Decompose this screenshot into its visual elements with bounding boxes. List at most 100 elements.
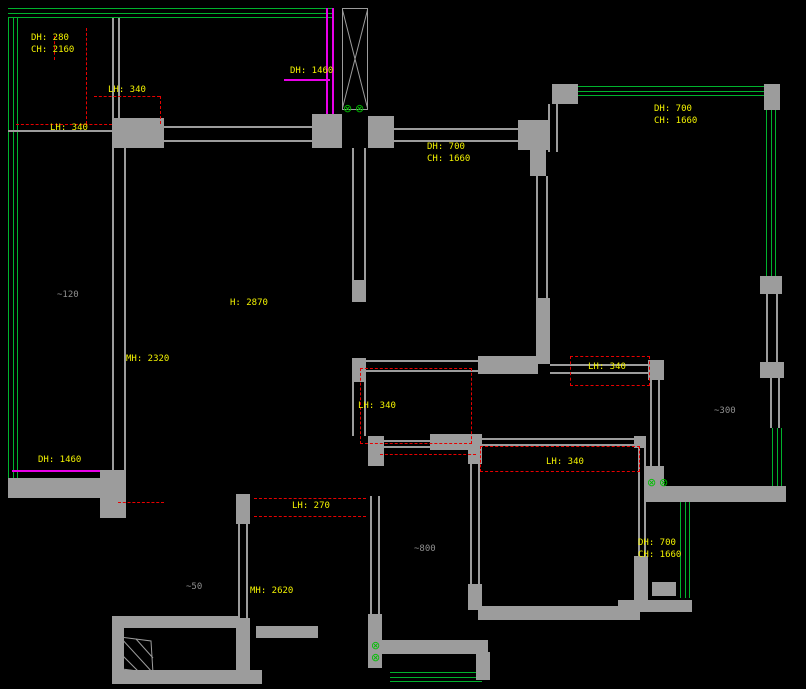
wall-segment	[530, 150, 546, 176]
wall-segment	[470, 464, 480, 584]
wall-segment	[482, 438, 634, 446]
wall-segment	[236, 494, 250, 524]
dimension-label: CH: 1660	[427, 154, 471, 164]
wall-segment	[760, 276, 782, 294]
note-label: ~120	[57, 290, 79, 300]
wall-segment	[352, 148, 366, 280]
dimension-label: H: 2870	[230, 298, 268, 308]
wall-segment	[478, 606, 640, 620]
wall-segment	[112, 118, 164, 148]
wall-segment	[646, 466, 664, 486]
wall-segment	[550, 364, 650, 374]
wall-segment	[638, 448, 646, 556]
dimension-label: LH: 340	[108, 85, 146, 95]
shaft-hatch	[342, 8, 368, 110]
wall-segment	[8, 130, 112, 132]
dimension-label: DH: 700	[654, 104, 692, 114]
circle-cross-icon: ⊗	[371, 639, 381, 652]
circle-cross-icon: ⊗	[647, 476, 657, 489]
circle-cross-icon: ⊗	[355, 102, 365, 115]
wall-segment	[382, 640, 488, 654]
wall-segment	[430, 434, 476, 450]
dashed-beam-line	[94, 96, 160, 97]
wall-segment	[112, 18, 120, 118]
note-label: ~50	[186, 582, 203, 592]
wall-segment	[164, 126, 312, 142]
wall-segment	[384, 440, 432, 448]
wall-segment	[112, 616, 124, 676]
dashed-beam-line	[160, 96, 161, 124]
dashed-beam-line	[86, 28, 87, 124]
wall-segment	[256, 626, 318, 638]
wall-segment	[536, 176, 548, 298]
wall-segment	[648, 360, 664, 380]
window-lines	[772, 428, 782, 486]
circle-cross-icon: ⊗	[371, 651, 381, 664]
wall-segment	[124, 616, 238, 628]
window-lines	[766, 110, 776, 278]
dashed-beam-line	[118, 502, 164, 503]
wall-segment	[518, 120, 548, 150]
dimension-label: DH: 700	[638, 538, 676, 548]
wall-segment	[8, 478, 114, 498]
wall-segment	[366, 360, 478, 372]
dashed-beam-line	[380, 454, 476, 455]
dimension-label: CH: 1660	[654, 116, 698, 126]
wall-segment	[368, 614, 382, 668]
door-track-line	[12, 470, 112, 472]
circle-cross-icon: ⊗	[343, 102, 353, 115]
wall-segment	[478, 356, 538, 374]
wall-segment	[476, 652, 490, 680]
circle-cross-icon: ⊗	[659, 476, 669, 489]
dimension-label: LH: 340	[546, 457, 584, 467]
wall-segment	[646, 486, 786, 502]
wall-segment	[236, 618, 250, 674]
dimension-label: LH: 340	[358, 401, 396, 411]
wall-segment	[468, 584, 482, 610]
dashed-beam-box	[360, 368, 472, 444]
dashed-beam-line	[16, 124, 112, 125]
wall-segment	[652, 582, 676, 596]
dimension-label: DH: 280	[31, 33, 69, 43]
window-lines	[578, 86, 764, 96]
wall-segment	[238, 524, 248, 618]
wall-segment	[766, 294, 778, 364]
dimension-label: LH: 340	[50, 123, 88, 133]
door-track-line	[332, 8, 334, 126]
dimension-label: CH: 2160	[31, 45, 75, 55]
wall-segment	[368, 116, 394, 148]
dimension-label: LH: 340	[588, 362, 626, 372]
wall-segment	[634, 556, 648, 612]
wall-segment	[352, 382, 366, 436]
dashed-beam-box	[570, 356, 650, 386]
wall-segment	[394, 128, 518, 142]
window-lines	[8, 8, 332, 18]
window-lines	[680, 502, 690, 598]
wall-segment	[770, 378, 780, 428]
dashed-beam-box	[480, 446, 640, 472]
dimension-label: DH: 700	[427, 142, 465, 152]
wall-segment	[370, 496, 380, 614]
dimension-label: DH: 1460	[290, 66, 334, 76]
wall-segment	[764, 84, 780, 110]
wall-segment	[650, 380, 660, 468]
dimension-label: CH: 1660	[638, 550, 682, 560]
wall-segment	[352, 358, 366, 382]
dimension-label: MH: 2320	[126, 354, 170, 364]
wall-segment	[312, 114, 342, 148]
note-label: ~300	[714, 406, 736, 416]
wall-segment	[634, 436, 646, 448]
dashed-beam-line	[254, 498, 366, 499]
window-lines	[390, 672, 482, 682]
door-track-line	[284, 79, 330, 81]
wall-segment	[112, 670, 262, 684]
dimension-label: DH: 1460	[38, 455, 82, 465]
window-lines	[8, 18, 18, 482]
wall-segment	[548, 104, 558, 152]
wall-segment	[112, 148, 126, 470]
dashed-beam-line	[254, 516, 366, 517]
wall-segment	[552, 84, 578, 104]
dimension-label: MH: 2620	[250, 586, 294, 596]
note-label: ~800	[414, 544, 436, 554]
